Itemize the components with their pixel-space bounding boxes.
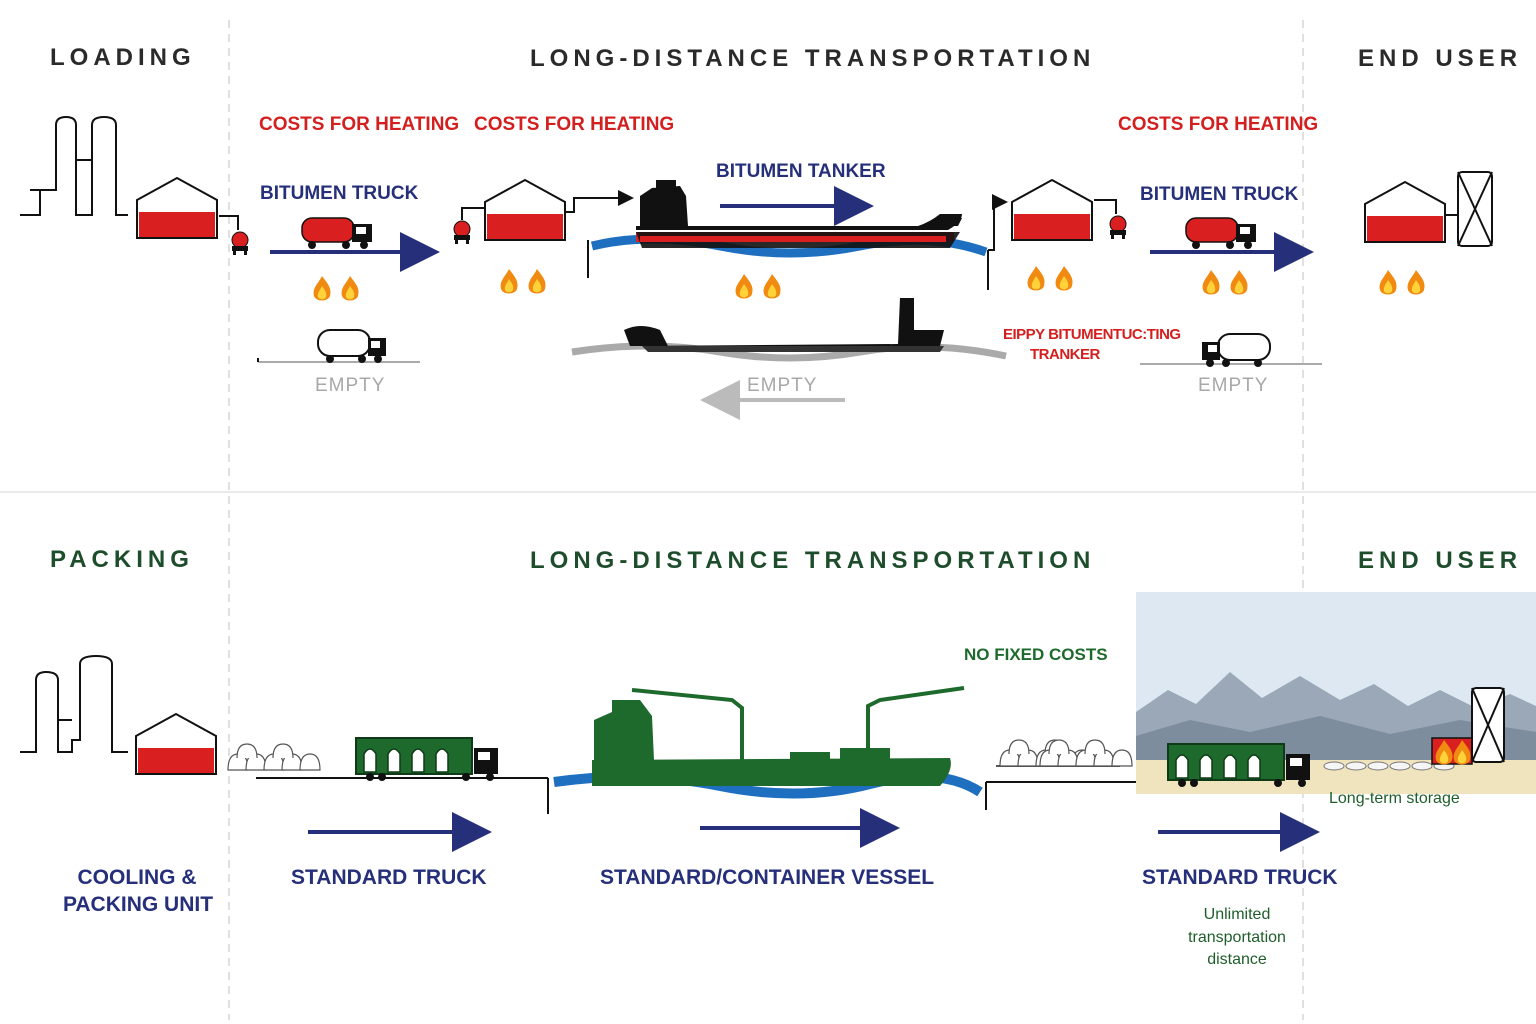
flame-icon [1028, 266, 1073, 291]
no-fixed-costs-label: NO FIXED COSTS [964, 645, 1108, 664]
container-vessel-icon [553, 686, 983, 799]
standard-truck-label: STANDARD TRUCK [291, 866, 487, 889]
storage-tank-icon [1364, 181, 1446, 243]
bitumen-truck-label: BITUMEN TRUCK [1140, 184, 1299, 205]
flame-icon [736, 274, 781, 299]
empty-label: EMPTY [747, 375, 818, 396]
heater-unit-icon [1457, 171, 1493, 247]
flame-icon [501, 269, 546, 294]
unlimited-distance-label: distance [1207, 951, 1267, 968]
heating-cost-label: COSTS FOR HEATING [474, 114, 675, 135]
header-loading: LOADING [50, 44, 196, 71]
heating-cost-label: COSTS FOR HEATING [259, 114, 460, 135]
pump-icon [1109, 215, 1127, 240]
tanker-truck-icon [1201, 333, 1271, 368]
bag-stack-icon [1039, 739, 1133, 767]
header-transport-top: LONG-DISTANCE TRANSPORTATION [530, 45, 1096, 72]
unlimited-distance-label: transportation [1188, 929, 1286, 946]
flame-icon [314, 276, 359, 301]
empty-label: EMPTY [315, 375, 386, 396]
tanker-truck-icon [1185, 217, 1257, 250]
refinery-icon [20, 115, 128, 216]
flame-icon [1203, 270, 1248, 295]
tanker-truck-icon [301, 217, 373, 250]
container-vessel-label: STANDARD/CONTAINER VESSEL [600, 866, 935, 889]
heater-unit-icon [1431, 687, 1505, 765]
storage-tank-icon [135, 713, 217, 775]
storage-tank-icon [136, 177, 218, 239]
empty-tanker-label: EIPPY BITUMENTUC:TING [1003, 326, 1181, 343]
tanker-truck-icon [317, 329, 387, 364]
tanker-ship-icon [571, 298, 1007, 362]
heating-cost-label: COSTS FOR HEATING [1118, 114, 1319, 135]
bag-stack-icon [227, 743, 321, 771]
standard-truck-label: STANDARD TRUCK [1142, 866, 1338, 889]
unlimited-distance-label: Unlimited [1203, 906, 1271, 923]
empty-tanker-label: TRANKER [1030, 346, 1100, 363]
header-packing: PACKING [50, 546, 194, 573]
header-end-user-top: END USER [1358, 45, 1523, 72]
pump-icon [453, 220, 471, 245]
tanker-ship-icon [590, 180, 988, 258]
bitumen-tanker-label: BITUMEN TANKER [716, 161, 886, 182]
storage-tank-icon [1011, 179, 1093, 241]
bitumen-truck-label: BITUMEN TRUCK [260, 183, 419, 204]
empty-label: EMPTY [1198, 375, 1269, 396]
header-transport-bottom: LONG-DISTANCE TRANSPORTATION [530, 547, 1096, 574]
flame-icon [1380, 270, 1425, 295]
header-end-user-bottom: END USER [1358, 547, 1523, 574]
refinery-icon [20, 654, 128, 753]
long-term-storage-label: Long-term storage [1329, 790, 1460, 807]
storage-tank-icon [484, 179, 566, 241]
packing-unit-label: COOLING & [77, 866, 197, 889]
pump-icon [231, 231, 249, 256]
container-truck-icon [355, 737, 499, 782]
packing-unit-label: PACKING UNIT [62, 893, 214, 916]
